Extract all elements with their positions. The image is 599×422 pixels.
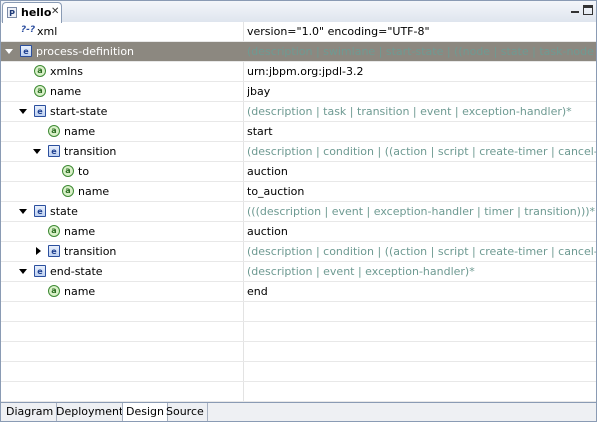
- tree-row-name[interactable]: a name jbay: [1, 82, 596, 102]
- empty-row: [1, 322, 596, 342]
- node-value[interactable]: version="1.0" encoding="UTF-8": [247, 25, 430, 38]
- tree-row-process-definition[interactable]: e process-definition (description | swim…: [1, 42, 596, 62]
- node-value[interactable]: to_auction: [247, 185, 305, 198]
- collapse-toggle-icon[interactable]: [19, 207, 28, 216]
- node-value[interactable]: auction: [247, 225, 288, 238]
- node-name: xml: [37, 25, 58, 38]
- empty-row: [1, 362, 596, 382]
- node-name: name: [64, 125, 96, 138]
- attribute-icon: a: [62, 185, 74, 197]
- tab-source[interactable]: Source: [163, 403, 208, 421]
- node-name: name: [50, 85, 82, 98]
- node-name: xmlns: [50, 65, 83, 78]
- node-name: name: [64, 225, 96, 238]
- tree-row-name[interactable]: a name to_auction: [1, 182, 596, 202]
- node-name: process-definition: [36, 45, 135, 58]
- expand-toggle-icon[interactable]: [34, 247, 43, 256]
- tree-row-xmlns[interactable]: a xmlns urn:jbpm.org:jpdl-3.2: [1, 62, 596, 82]
- collapse-toggle-icon[interactable]: [5, 47, 14, 56]
- node-name: name: [64, 285, 96, 298]
- collapse-toggle-icon[interactable]: [33, 147, 42, 156]
- tree-row-end-state[interactable]: e end-state (description | event | excep…: [1, 262, 596, 282]
- tab-diagram[interactable]: Diagram: [3, 403, 58, 421]
- element-icon: e: [20, 45, 32, 57]
- node-value[interactable]: urn:jbpm.org:jpdl-3.2: [247, 65, 364, 78]
- tab-deployment[interactable]: Deployment: [53, 403, 128, 421]
- node-value[interactable]: auction: [247, 165, 288, 178]
- node-name: state: [50, 205, 78, 218]
- node-content-model[interactable]: (description | event | exception-handler…: [247, 265, 475, 278]
- tree-row-transition[interactable]: e transition (description | condition | …: [1, 242, 597, 262]
- tree-row-state[interactable]: e state (((description | event | excepti…: [1, 202, 596, 222]
- tree-row-transition[interactable]: e transition (description | condition | …: [1, 142, 597, 162]
- empty-row: [1, 302, 596, 322]
- node-name: to: [78, 165, 90, 178]
- node-content-model[interactable]: (description | condition | ((action | sc…: [247, 145, 597, 158]
- node-name: transition: [64, 145, 117, 158]
- editor-tab-bar: P hello ✕: [0, 0, 597, 23]
- node-name: end-state: [50, 265, 103, 278]
- node-name: transition: [64, 245, 117, 258]
- editor-page-tabs: Diagram Deployment Design Source: [0, 402, 597, 422]
- node-value[interactable]: start: [247, 125, 273, 138]
- tree-row-name[interactable]: a name start: [1, 122, 596, 142]
- tree-row-start-state[interactable]: e start-state (description | task | tran…: [1, 102, 596, 122]
- close-icon[interactable]: ✕: [51, 6, 60, 17]
- maximize-icon[interactable]: [583, 5, 593, 15]
- design-tree-table: ?-? xml version="1.0" encoding="UTF-8" e…: [0, 22, 597, 402]
- tree-row-name[interactable]: a name auction: [1, 222, 596, 242]
- attribute-icon: a: [48, 285, 60, 297]
- node-content-model[interactable]: (description | task | transition | event…: [247, 105, 572, 118]
- tree-row-to[interactable]: a to auction: [1, 162, 596, 182]
- attribute-icon: a: [48, 225, 60, 237]
- editor-tab-hello[interactable]: P hello ✕: [2, 2, 62, 23]
- empty-row: [1, 382, 596, 402]
- column-separator[interactable]: [243, 22, 244, 402]
- attribute-icon: a: [48, 125, 60, 137]
- tree-row-xml[interactable]: ?-? xml version="1.0" encoding="UTF-8": [1, 22, 596, 42]
- attribute-icon: a: [62, 165, 74, 177]
- processing-instruction-icon: ?-?: [20, 25, 36, 35]
- empty-row: [1, 342, 596, 362]
- collapse-toggle-icon[interactable]: [19, 267, 28, 276]
- attribute-icon: a: [34, 65, 46, 77]
- element-icon: e: [34, 205, 46, 217]
- tree-row-name[interactable]: a name end: [1, 282, 596, 302]
- node-name: start-state: [50, 105, 108, 118]
- element-icon: e: [48, 245, 60, 257]
- element-icon: e: [48, 145, 60, 157]
- collapse-toggle-icon[interactable]: [19, 107, 28, 116]
- attribute-icon: a: [34, 85, 46, 97]
- process-file-icon: P: [7, 7, 17, 18]
- element-icon: e: [34, 105, 46, 117]
- editor-tab-label: hello: [21, 6, 52, 19]
- tab-design[interactable]: Design: [122, 403, 168, 421]
- element-icon: e: [34, 265, 46, 277]
- node-value[interactable]: end: [247, 285, 268, 298]
- node-content-model[interactable]: (description | swimlane | start-state | …: [247, 45, 596, 58]
- minimize-icon[interactable]: [570, 5, 580, 15]
- node-content-model[interactable]: (((description | event | exception-handl…: [247, 205, 596, 218]
- node-value[interactable]: jbay: [247, 85, 271, 98]
- node-name: name: [78, 185, 110, 198]
- node-content-model[interactable]: (description | condition | ((action | sc…: [247, 245, 597, 258]
